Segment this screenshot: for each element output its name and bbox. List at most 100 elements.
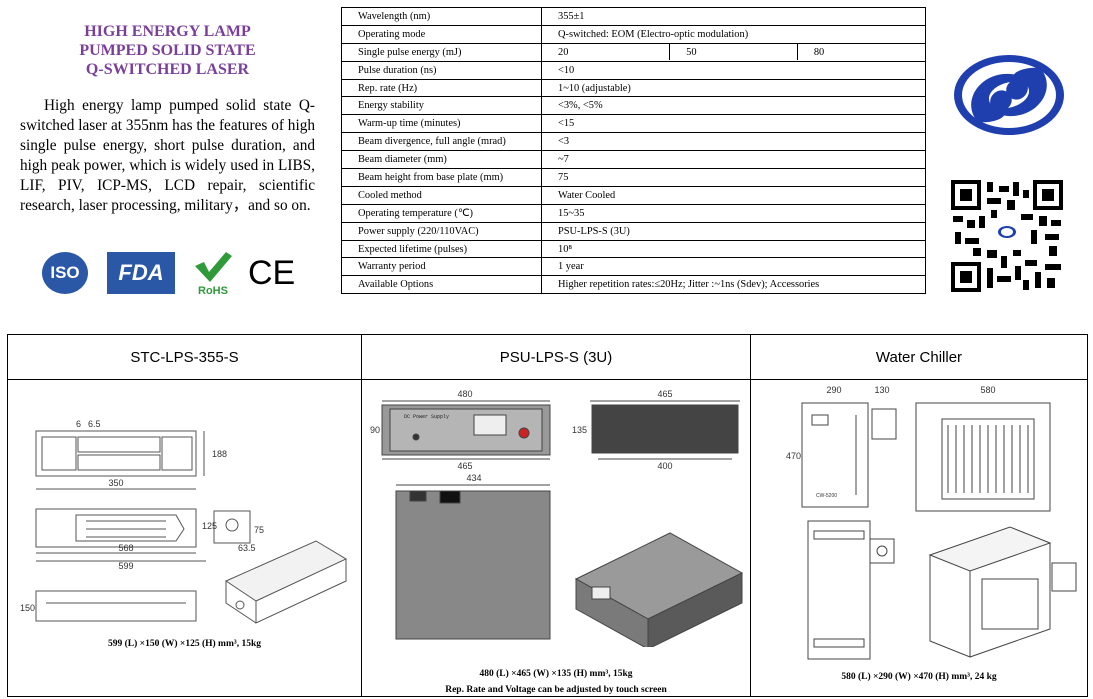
spec-value: 15~35: [541, 203, 926, 223]
spec-row: Warm-up time (minutes)<15: [341, 114, 926, 134]
psu-header: PSU-LPS-S (3U): [499, 348, 613, 366]
description-text: High energy lamp pumped solid state Q-sw…: [20, 97, 315, 214]
dim-470: 470: [786, 451, 801, 461]
dim-6: 6: [76, 419, 81, 429]
spec-value: 10⁸: [541, 239, 926, 259]
product-drawings-table: STC-LPS-355-S PSU-LPS-S (3U) Water Chill…: [7, 334, 1088, 697]
iso-logo: ISO: [42, 252, 88, 294]
fda-logo: FDA: [107, 252, 175, 294]
spec-value: <10: [541, 60, 926, 80]
rohs-text: RoHS: [198, 285, 228, 296]
dim-599: 599: [118, 561, 133, 571]
title-line-3: Q-SWITCHED LASER: [85, 61, 250, 78]
spec-label: Cooled method: [341, 185, 542, 205]
spec-value: 355±1: [541, 7, 926, 26]
dim-434: 434: [466, 473, 481, 483]
title-line-2: PUMPED SOLID STATE: [79, 42, 256, 59]
spec-row: Operating temperature (℃)15~35: [341, 203, 926, 223]
spec-value: PSU-LPS-S (3U): [541, 221, 926, 241]
spec-value: Higher repetition rates:≤20Hz; Jitter :~…: [541, 275, 926, 295]
dim-135: 135: [572, 425, 587, 435]
spec-value: <3%, <5%: [541, 96, 926, 116]
dim-188: 188: [212, 449, 227, 459]
laser-head-drawing: 350 188 6 6.5 568 599 125 75 63.5 150: [20, 419, 348, 624]
spec-label: Rep. rate (Hz): [341, 78, 542, 98]
dim-6-5: 6.5: [88, 419, 101, 429]
qr-code-icon: [951, 180, 1063, 292]
chiller-header: Water Chiller: [875, 348, 963, 366]
rohs-logo: RoHS: [192, 250, 234, 297]
dim-290: 290: [826, 385, 841, 395]
power-supply-drawing: 480 DC Power Supply 90 465 465 135 400 4…: [370, 389, 744, 647]
column-divider: [361, 335, 362, 696]
spec-value: 1 year: [541, 257, 926, 277]
title-line-1: HIGH ENERGY LAMP: [84, 23, 251, 40]
spec-label: Operating mode: [341, 24, 542, 44]
dim-465-a: 465: [457, 461, 472, 471]
laser-caption: 599 (L) ×150 (W) ×125 (H) mm³, 15kg: [108, 639, 261, 649]
spec-label: Available Options: [341, 275, 542, 295]
spec-label: Expected lifetime (pulses): [341, 239, 542, 259]
fda-text: FDA: [118, 260, 164, 285]
spec-value: <3: [541, 132, 926, 152]
spec-value: 20: [558, 46, 569, 58]
dim-568: 568: [118, 543, 133, 553]
spec-row: Beam height from base plate (mm)75: [341, 168, 926, 187]
spec-row: Beam diameter (mm)~7: [341, 150, 926, 170]
dim-63-5: 63.5: [238, 543, 256, 553]
spec-value: 75: [541, 168, 926, 187]
spec-row: Rep. rate (Hz)1~10 (adjustable): [341, 78, 926, 98]
dim-130: 130: [874, 385, 889, 395]
chiller-model-label: CW-5200: [816, 493, 837, 499]
ce-text: CE: [248, 254, 296, 292]
spec-row: Energy stability<3%, <5%: [341, 96, 926, 116]
iso-text: ISO: [50, 263, 80, 282]
product-title: HIGH ENERGY LAMP PUMPED SOLID STATE Q-SW…: [20, 22, 315, 79]
spec-label: Wavelength (nm): [341, 7, 542, 26]
spec-row: Beam divergence, full angle (mrad)<3: [341, 132, 926, 152]
spec-value: ~7: [541, 150, 926, 170]
dim-400: 400: [657, 461, 672, 471]
spec-row: Wavelength (nm)355±1: [341, 7, 926, 26]
product-description: High energy lamp pumped solid state Q-sw…: [20, 96, 315, 216]
spec-row: Power supply (220/110VAC)PSU-LPS-S (3U): [341, 221, 926, 241]
ce-logo: CE: [248, 252, 295, 294]
panel-label: DC Power Supply: [404, 414, 449, 420]
spec-label: Beam diameter (mm): [341, 150, 542, 170]
psu-caption: 480 (L) ×465 (W) ×135 (H) mm³, 15kg: [479, 669, 633, 679]
dim-480: 480: [457, 389, 472, 399]
spec-label: Energy stability: [341, 96, 542, 116]
spec-value: Water Cooled: [541, 185, 926, 205]
dim-150: 150: [20, 603, 35, 613]
psu-note: Rep. Rate and Voltage can be adjusted by…: [445, 685, 667, 695]
dim-75: 75: [254, 525, 264, 535]
spec-value: 80: [796, 44, 925, 61]
chiller-caption: 580 (L) ×290 (W) ×470 (H) mm³, 24 kg: [841, 672, 997, 682]
spec-label: Beam divergence, full angle (mrad): [341, 132, 542, 152]
spec-label: Single pulse energy (mJ): [341, 42, 542, 62]
spec-value: <15: [541, 114, 926, 134]
header-divider: [8, 379, 1087, 380]
spec-row: Expected lifetime (pulses)10⁸: [341, 239, 926, 259]
dim-580: 580: [980, 385, 995, 395]
spec-value: Q-switched: EOM (Electro-optic modulatio…: [541, 24, 926, 44]
water-chiller-drawing: 290 130 580 CW-5200 470: [786, 385, 1077, 660]
dim-90: 90: [370, 425, 380, 435]
laser-header: STC-LPS-355-S: [130, 348, 239, 366]
rohs-check-icon: RoHS: [195, 252, 232, 297]
column-divider: [750, 335, 751, 696]
spec-row: Pulse duration (ns)<10: [341, 60, 926, 80]
spec-label: Pulse duration (ns): [341, 60, 542, 80]
spec-label: Warranty period: [341, 257, 542, 277]
spec-label: Operating temperature (℃): [341, 203, 542, 223]
spec-value: 50: [669, 44, 798, 61]
spec-label: Power supply (220/110VAC): [341, 221, 542, 241]
dim-465-b: 465: [657, 389, 672, 399]
spec-value: 1~10 (adjustable): [541, 78, 926, 98]
dim-125: 125: [202, 521, 217, 531]
